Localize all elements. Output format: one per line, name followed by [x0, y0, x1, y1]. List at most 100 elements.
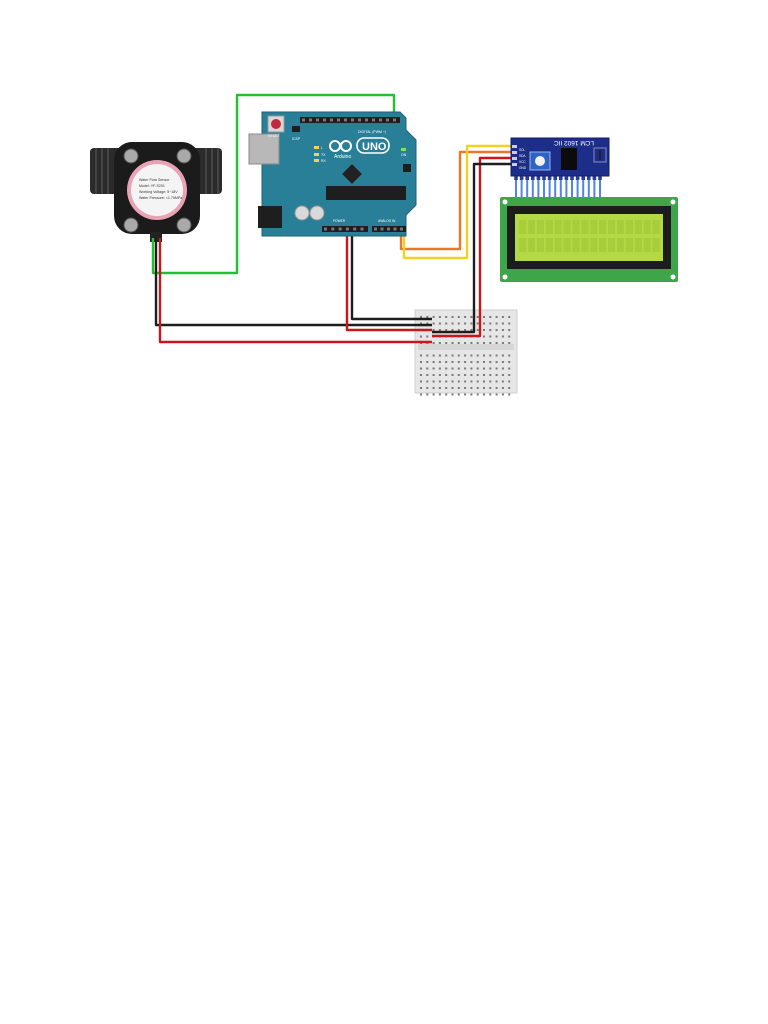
lcd-cell — [536, 238, 544, 252]
mount-hole-icon — [670, 274, 676, 280]
breadboard-hole — [476, 380, 479, 383]
breadboard-hole — [445, 361, 448, 363]
breadboard-hole — [489, 329, 492, 331]
breadboard-hole — [432, 322, 435, 325]
lcd-cell — [563, 220, 571, 234]
breadboard-hole — [508, 367, 511, 370]
breadboard-hole — [470, 329, 473, 331]
breadboard-hole — [432, 342, 435, 344]
breadboard-hole — [476, 361, 479, 363]
breadboard-hole — [445, 322, 448, 325]
header-pin — [537, 174, 540, 198]
breadboard-hole — [476, 316, 479, 318]
power-label: POWER — [333, 219, 346, 223]
breadboard-hole — [483, 329, 485, 331]
lcd-cell — [536, 220, 544, 234]
icsp-label: ICSP — [292, 137, 301, 141]
led-l-icon — [314, 146, 319, 149]
screw-icon — [176, 217, 192, 233]
lcd-cell — [519, 238, 527, 252]
header-pin — [565, 174, 568, 198]
digital-header — [300, 117, 400, 123]
breadboard-hole — [508, 361, 511, 363]
wire-red-sensor-vcc — [158, 238, 432, 344]
breadboard-hole — [501, 316, 504, 318]
breadboard-hole — [445, 374, 448, 376]
header-pin — [365, 118, 368, 122]
screw-icon — [176, 148, 192, 164]
lcd-cell — [527, 220, 536, 234]
header-pin-base — [531, 176, 535, 180]
breadboard-hole — [464, 374, 467, 376]
header-pin-base — [570, 176, 574, 180]
header-pin — [379, 118, 382, 122]
arduino-uno-board: RESET DIGITAL (PWM ~) ICSP L TX RX ON Ar… — [248, 111, 417, 237]
breadboard-hole — [489, 367, 492, 370]
breadboard-hole — [476, 329, 479, 331]
led-tx-icon — [314, 153, 319, 156]
breadboard-hole — [470, 367, 473, 370]
breadboard-hole — [438, 322, 441, 325]
breadboard-hole — [464, 316, 467, 318]
breadboard-hole — [495, 316, 498, 318]
arduino-pcb — [261, 111, 417, 237]
breadboard-hole — [426, 393, 429, 396]
capacitor-icon — [294, 205, 310, 221]
breadboard-hole — [495, 374, 498, 376]
breadboard-holes — [420, 316, 511, 396]
breadboard-hole — [495, 393, 498, 396]
header-pin-base — [575, 176, 580, 180]
header-pin — [548, 174, 551, 198]
lcd-16x2-display — [500, 197, 678, 282]
i2c-lcm1602-module: LCM 1602 IIC SCL SDA VCC GND — [510, 137, 610, 198]
breadboard-hole — [470, 387, 473, 389]
pipe-thread — [205, 148, 207, 194]
screw-icon — [123, 217, 139, 233]
i2c-pcb — [510, 137, 610, 177]
breadboard-hole — [451, 374, 454, 376]
breadboard-hole — [489, 380, 492, 383]
breadboard-hole — [470, 342, 473, 344]
breadboard-hole — [420, 393, 422, 396]
arduino-model: UNO — [362, 141, 387, 153]
breadboard-hole — [445, 354, 448, 357]
breadboard-hole — [451, 361, 454, 363]
lcd-cell — [643, 238, 651, 252]
atmega-chip — [326, 186, 406, 200]
breadboard-hole — [489, 387, 492, 389]
breadboard-hole — [495, 387, 498, 389]
breadboard-hole — [445, 367, 448, 370]
led-l-label: L — [321, 146, 323, 150]
breadboard-hole — [420, 335, 422, 338]
breadboard-hole — [445, 380, 448, 383]
breadboard-hole — [426, 354, 429, 357]
breadboard-hole — [432, 361, 435, 363]
breadboard-hole — [438, 380, 441, 383]
breadboard-hole — [470, 361, 473, 363]
header-pin — [554, 174, 557, 198]
breadboard-hole — [432, 393, 435, 396]
header-pin — [344, 118, 347, 122]
digital-header-pins — [302, 118, 396, 122]
icsp-header — [292, 126, 300, 132]
breadboard-hole — [426, 380, 429, 383]
breadboard-hole — [438, 361, 441, 363]
lcd-character-cells — [519, 220, 660, 252]
lcd-cell — [616, 220, 625, 234]
wire-red-i2c-vcc — [432, 156, 516, 338]
breadboard-hole — [501, 354, 504, 357]
breadboard-hole — [483, 374, 485, 376]
breadboard-hole — [508, 380, 511, 383]
wire-green-signal — [151, 93, 396, 275]
breadboard-hole — [470, 316, 473, 318]
breadboard-hole — [464, 361, 467, 363]
breadboard-hole — [489, 354, 492, 357]
lcd-cell — [554, 220, 562, 234]
water-flow-sensor: Water Flow Sensor Model: YF-S201 Working… — [90, 142, 222, 242]
breadboard-hole — [483, 367, 485, 370]
sensor-label-line-4: Water Pressure: <1.75MPa — [139, 196, 182, 200]
breadboard-hole — [489, 374, 492, 376]
breadboard-hole — [483, 342, 485, 344]
breadboard-hole — [451, 329, 454, 331]
breadboard-hole — [438, 316, 441, 318]
